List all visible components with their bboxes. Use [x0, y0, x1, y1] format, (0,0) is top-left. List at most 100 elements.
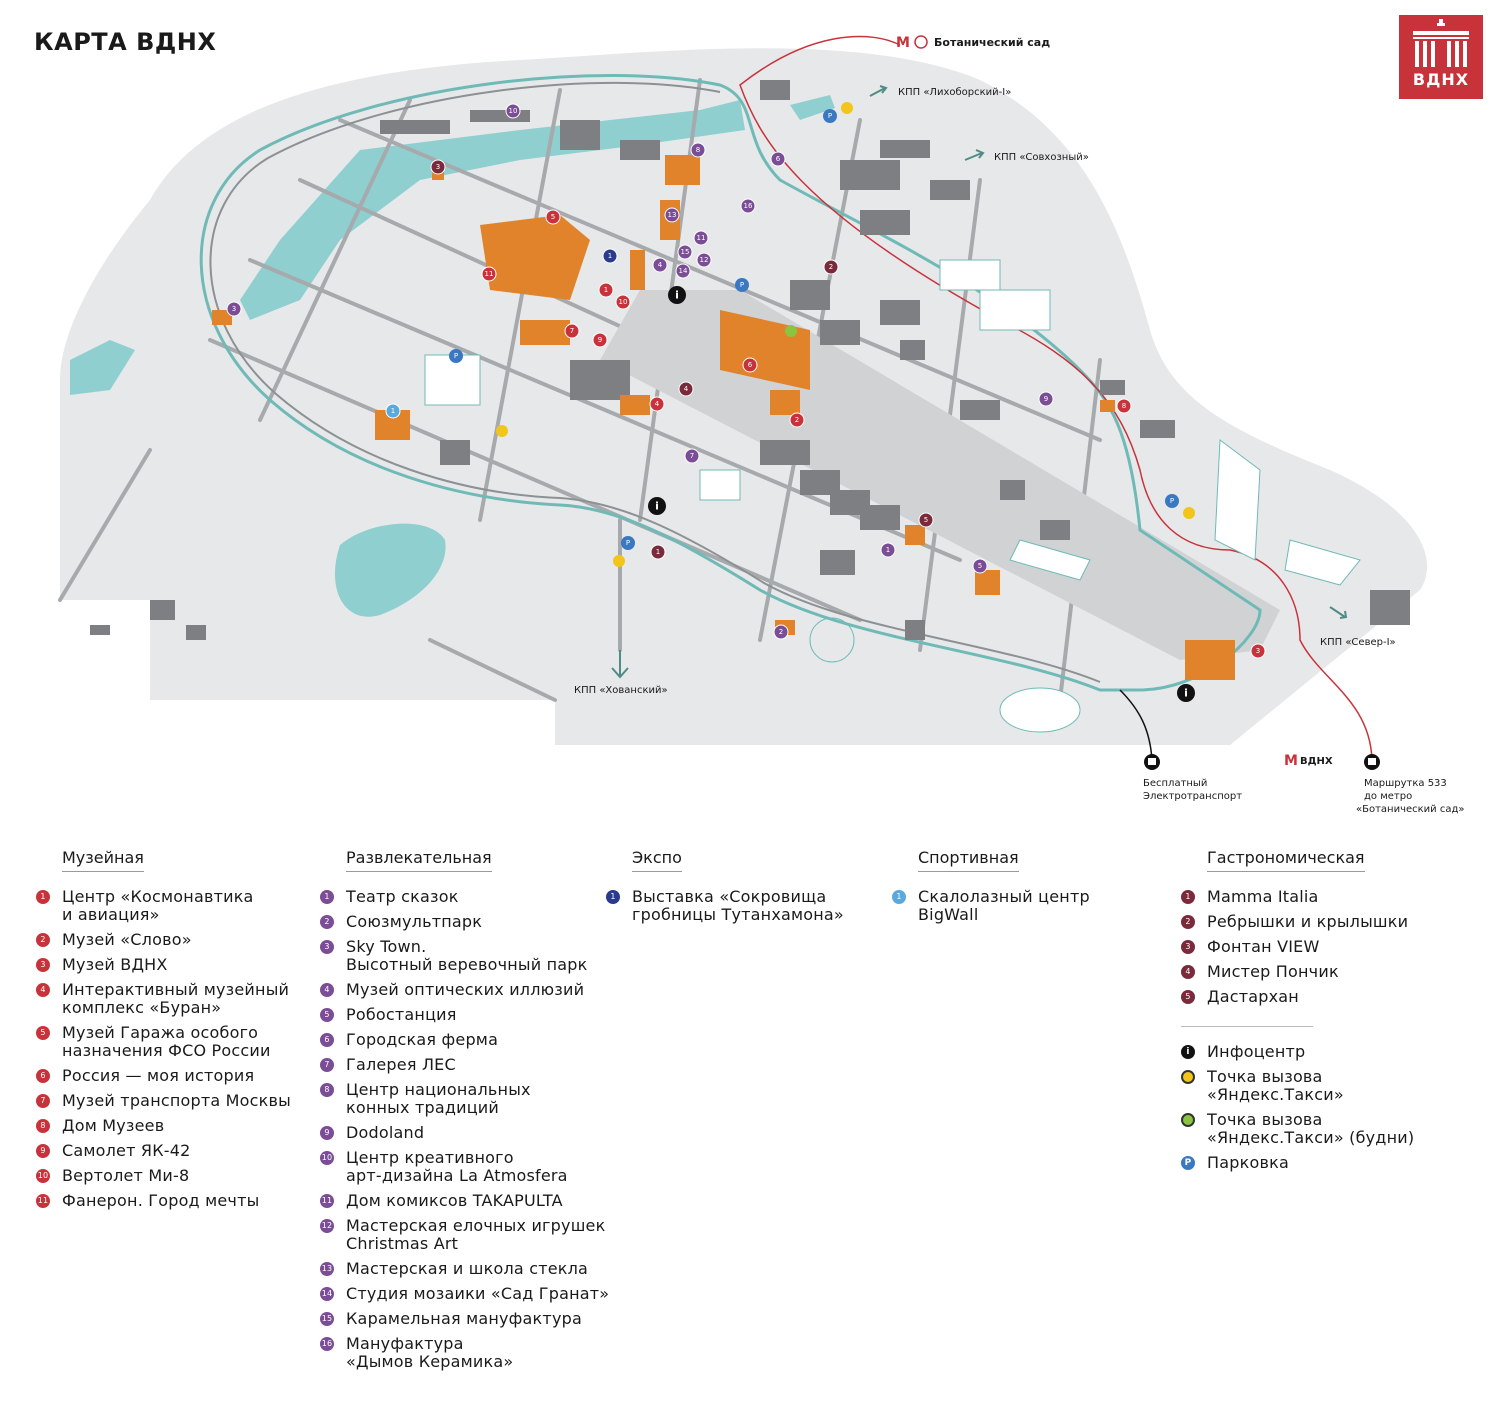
- map-marker-entertainment-13[interactable]: 13: [664, 207, 680, 223]
- map-marker-entertainment-5[interactable]: 5: [972, 558, 988, 574]
- marker-number: 2: [829, 263, 833, 271]
- marker-number: 4: [658, 261, 663, 269]
- shuttle-label-3: «Ботанический сад»: [1356, 804, 1465, 815]
- legend-badge: 6: [36, 1069, 50, 1083]
- map-marker-gastro-1[interactable]: 1: [650, 544, 666, 560]
- map-marker-entertainment-10[interactable]: 10: [505, 103, 521, 119]
- map-marker-entertainment-1[interactable]: 1: [880, 542, 896, 558]
- marker-number: 1: [604, 286, 608, 294]
- legend-heading-museum: Музейная: [62, 848, 144, 872]
- map-marker-museum-8[interactable]: 8: [1116, 398, 1132, 414]
- map-marker-museum-3[interactable]: 3: [1250, 643, 1266, 659]
- legend-item-label: Самолет ЯК-42: [62, 1141, 191, 1160]
- marker-dot: [684, 448, 700, 464]
- map-marker-museum-6[interactable]: 6: [742, 357, 758, 373]
- map-marker-museum-9[interactable]: 9: [592, 332, 608, 348]
- legend-badge: 1: [320, 890, 334, 904]
- map-marker-entertainment-8[interactable]: 8: [690, 142, 706, 158]
- category-markers[interactable]: 1234567891011123456789101112131415161112…: [226, 103, 1266, 659]
- map-marker-museum-2[interactable]: 2: [789, 412, 805, 428]
- legend-badge: 8: [320, 1083, 334, 1097]
- vdnh-map[interactable]: i i i P P P P P 123456789101112345678910…: [0, 0, 1500, 830]
- pavilions: [212, 155, 1235, 680]
- map-marker-museum-10[interactable]: 10: [615, 294, 631, 310]
- marker-number: 10: [509, 107, 518, 115]
- legend-badge: 15: [320, 1312, 334, 1326]
- legend-item-label: Мастерская елочных игрушек Christmas Art: [346, 1216, 606, 1253]
- map-marker-entertainment-2[interactable]: 2: [773, 624, 789, 640]
- map-marker-entertainment-3[interactable]: 3: [226, 301, 242, 317]
- page-title: КАРТА ВДНХ: [34, 28, 217, 56]
- map-marker-entertainment-12[interactable]: 12: [696, 252, 712, 268]
- map-marker-sport-1[interactable]: 1: [385, 403, 401, 419]
- svg-text:i: i: [655, 500, 659, 513]
- parking-points[interactable]: P P P P P: [449, 109, 1179, 550]
- map-marker-entertainment-11[interactable]: 11: [693, 230, 709, 246]
- map-marker-entertainment-6[interactable]: 6: [770, 151, 786, 167]
- map-marker-museum-11[interactable]: 11: [481, 266, 497, 282]
- map-marker-entertainment-16[interactable]: 16: [740, 198, 756, 214]
- legend-service-taxi[interactable]: Точка вызова «Яндекс.Такси»: [1181, 1068, 1414, 1104]
- map-marker-museum-7[interactable]: 7: [564, 323, 580, 339]
- legend-item-label: Галерея ЛЕС: [346, 1055, 456, 1074]
- map-marker-gastro-5[interactable]: 5: [918, 512, 934, 528]
- map-marker-museum-1[interactable]: 1: [598, 282, 614, 298]
- map-marker-gastro-2[interactable]: 2: [823, 259, 839, 275]
- legend-badge: 3: [1181, 940, 1195, 954]
- map-marker-gastro-4[interactable]: 4: [678, 381, 694, 397]
- map-marker-museum-4[interactable]: 4: [649, 396, 665, 412]
- bus-icon: [1368, 758, 1376, 765]
- map-marker-entertainment-9[interactable]: 9: [1038, 391, 1054, 407]
- map-marker-entertainment-7[interactable]: 7: [684, 448, 700, 464]
- legend-service-taxi_weekday[interactable]: Точка вызова «Яндекс.Такси» (будни): [1181, 1111, 1414, 1147]
- map-marker-museum-5[interactable]: 5: [545, 209, 561, 225]
- marker-dot: [592, 332, 608, 348]
- map-marker-entertainment-4[interactable]: 4: [652, 257, 668, 273]
- map-marker-expo-1[interactable]: 1: [602, 248, 618, 264]
- info-points[interactable]: i i i: [648, 286, 1195, 702]
- kpp-likhoborsky-label: КПП «Лихоборский-I»: [898, 87, 1011, 98]
- map-marker-entertainment-14[interactable]: 14: [675, 263, 691, 279]
- map-marker-entertainment-15[interactable]: 15: [677, 244, 693, 260]
- taxi-points[interactable]: [496, 102, 1195, 567]
- map-marker-gastro-3[interactable]: 3: [430, 159, 446, 175]
